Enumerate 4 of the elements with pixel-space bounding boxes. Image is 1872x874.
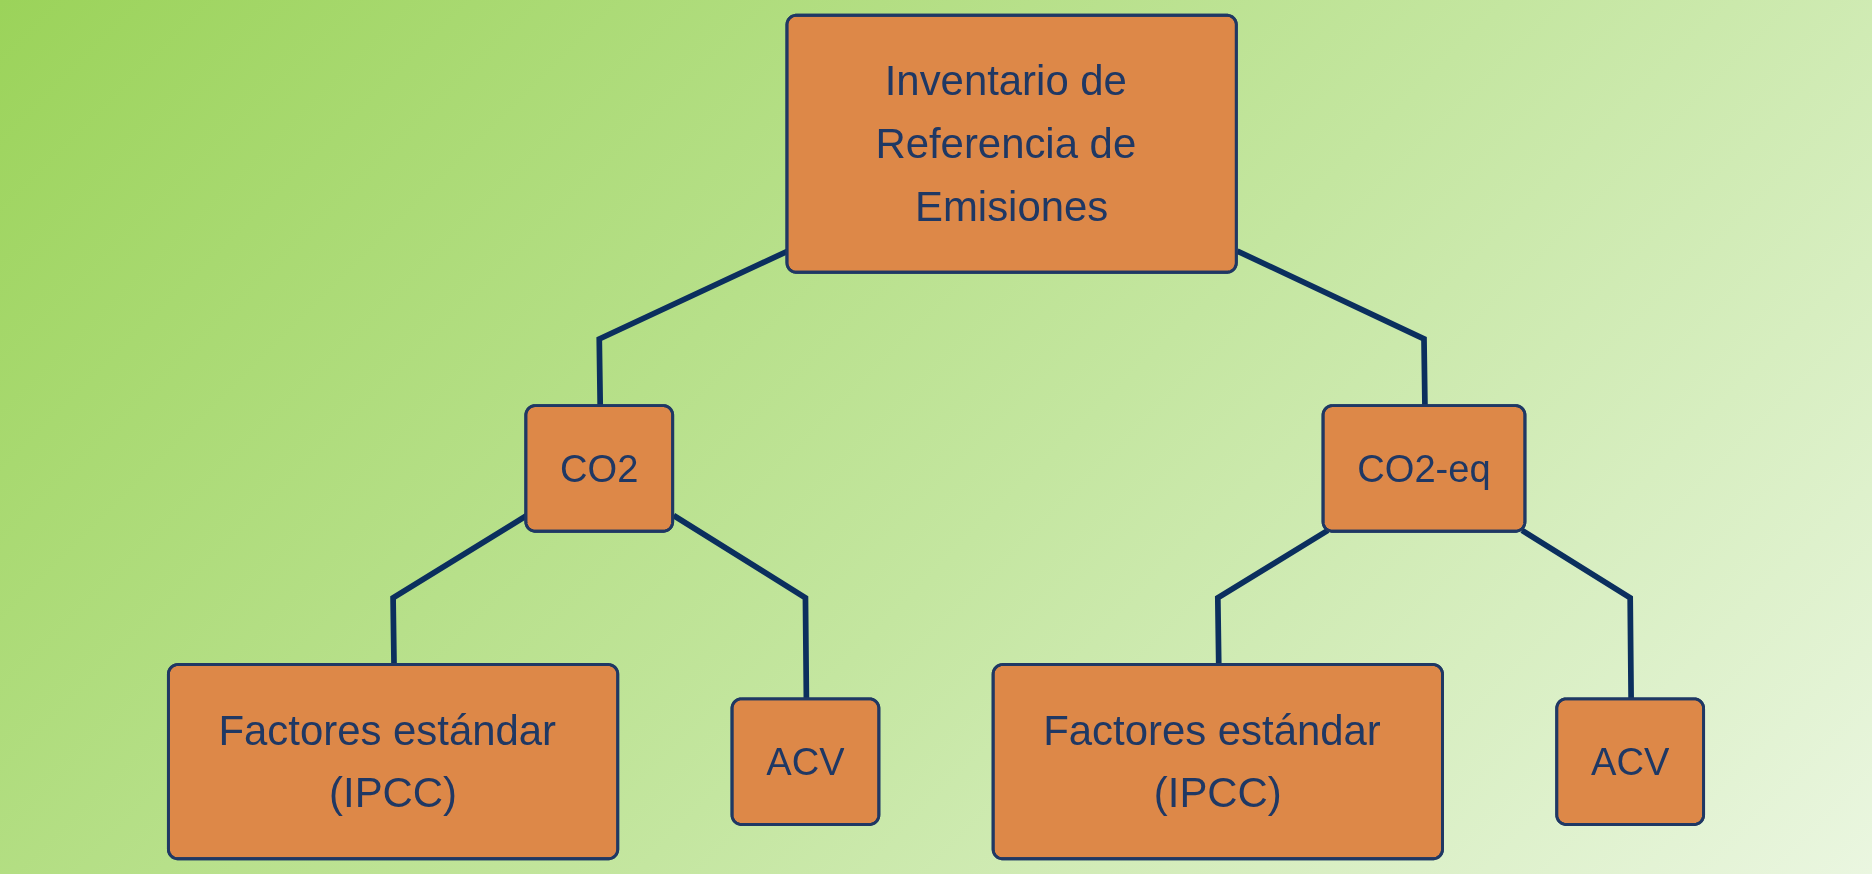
connector: [1236, 248, 1428, 407]
connector: [1214, 527, 1330, 666]
connector: [1520, 527, 1634, 700]
connector: [672, 513, 810, 700]
